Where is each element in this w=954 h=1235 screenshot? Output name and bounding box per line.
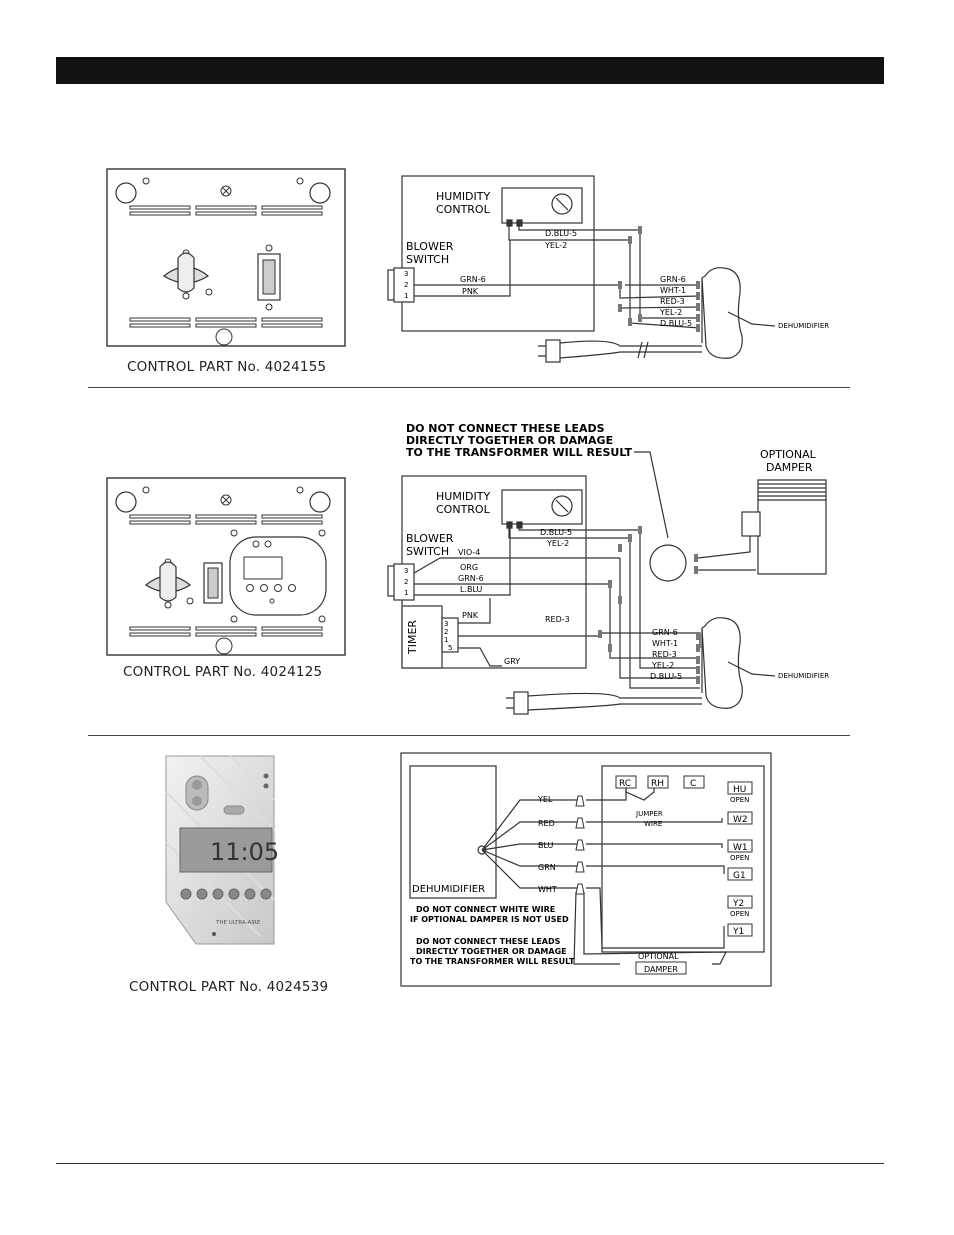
label: GRN-6: [660, 275, 686, 284]
label: CONTROL: [436, 503, 491, 516]
label: BLOWER: [406, 532, 454, 545]
label: OPEN: [730, 854, 749, 862]
label: YEL: [537, 795, 553, 804]
label: GRN-6: [652, 628, 678, 637]
control-panel-4024125: [106, 477, 346, 656]
label: HUMIDITY: [436, 490, 490, 503]
label: D.BLU-5: [545, 229, 577, 238]
wiring-diagram-4024155: HUMIDITY CONTROL BLOWER SWITCH 3 2 1 D.B…: [387, 175, 829, 363]
note-text: DIRECTLY TOGETHER OR DAMAGE: [416, 947, 567, 956]
label: BLOWER: [406, 240, 454, 253]
label: DEHUMIDIFIER: [412, 884, 485, 895]
section-divider: [88, 387, 850, 388]
control-part-caption: CONTROL PART No. 4024125: [123, 664, 323, 680]
label: 2: [404, 281, 408, 289]
warning-text: TO THE TRANSFORMER WILL RESULT: [406, 446, 633, 459]
label: D.BLU-5: [540, 528, 572, 537]
label: G1: [733, 871, 746, 881]
label: PNK: [462, 611, 479, 620]
header-bar: [56, 57, 884, 84]
label: ORG: [460, 563, 478, 572]
warning-text: DO NOT CONNECT THESE LEADS: [406, 422, 605, 435]
label: YEL-2: [544, 241, 567, 250]
note-text: DO NOT CONNECT WHITE WIRE: [416, 905, 555, 914]
label: 3: [444, 620, 448, 628]
label: 1: [404, 589, 408, 597]
label: WHT: [538, 885, 557, 894]
note-text: TO THE TRANSFORMER WILL RESULT: [410, 957, 575, 966]
label: 1: [404, 292, 408, 300]
label: D.BLU-5: [660, 319, 692, 328]
label: YEL-2: [651, 661, 674, 670]
label: RED: [538, 819, 555, 828]
label: OPTIONAL: [638, 952, 679, 961]
label: L.BLU: [460, 585, 483, 594]
label: CONTROL: [436, 203, 491, 216]
label: WHT-1: [652, 639, 678, 648]
label: OPEN: [730, 796, 749, 804]
timer-label: TIMER: [406, 620, 419, 655]
label: DAMPER: [644, 965, 678, 974]
label: RED-3: [660, 297, 685, 306]
label: 1: [444, 636, 448, 644]
control-part-caption: CONTROL PART No. 4024155: [127, 359, 327, 375]
label: DEHUMIDIFIER: [778, 672, 829, 680]
note-text: IF OPTIONAL DAMPER IS NOT USED: [410, 915, 569, 924]
control-panel-4024155: [106, 168, 346, 347]
label: YEL-2: [546, 539, 569, 548]
label: WIRE: [644, 820, 662, 828]
label: 3: [404, 567, 408, 575]
thermostat-display: 11:05: [210, 838, 279, 866]
label: GRN: [538, 863, 556, 872]
label: GRN-6: [460, 275, 486, 284]
warning-text: DIRECTLY TOGETHER OR DAMAGE: [406, 434, 613, 447]
wiring-diagram-4024539: DEHUMIDIFIER YEL RED BLU GRN WHT RC RH C…: [400, 752, 772, 987]
label: 5: [448, 644, 452, 652]
label: OPEN: [730, 910, 749, 918]
note-text: DO NOT CONNECT THESE LEADS: [416, 937, 561, 946]
brand-logo: THE ULTRA-AIRE: [215, 920, 261, 926]
label: PNK: [462, 287, 479, 296]
label: HUMIDITY: [436, 190, 490, 203]
control-part-caption: CONTROL PART No. 4024539: [129, 979, 329, 995]
label: DAMPER: [766, 461, 813, 474]
thermostat-control-4024539: 11:05 THE ULTRA-AIRE: [165, 755, 279, 945]
label: Y1: [732, 927, 744, 937]
label: HU: [733, 785, 746, 795]
label: 2: [404, 578, 408, 586]
label: SWITCH: [406, 253, 449, 266]
label: SWITCH: [406, 545, 449, 558]
label: C: [690, 779, 696, 789]
label: RH: [651, 779, 664, 789]
section-divider: [88, 735, 850, 736]
label: OPTIONAL: [760, 448, 817, 461]
label: 3: [404, 270, 408, 278]
label: W2: [733, 815, 748, 825]
label: JUMPER: [635, 810, 663, 818]
label: YEL-2: [659, 308, 682, 317]
label: RC: [619, 779, 631, 789]
label: W1: [733, 843, 748, 853]
label: BLU: [538, 841, 554, 850]
label: DEHUMIDIFIER: [778, 322, 829, 330]
wiring-diagram-4024125: DO NOT CONNECT THESE LEADS DIRECTLY TOGE…: [387, 422, 829, 715]
footer-rule: [56, 1163, 884, 1164]
label: RED-3: [545, 615, 570, 624]
label: GRY: [504, 657, 520, 666]
label: WHT-1: [660, 286, 686, 295]
label: Y2: [732, 899, 744, 909]
label: RED-3: [652, 650, 677, 659]
label: VIO-4: [458, 548, 480, 557]
label: GRN-6: [458, 574, 484, 583]
label: D.BLU-5: [650, 672, 682, 681]
label: 2: [444, 628, 448, 636]
